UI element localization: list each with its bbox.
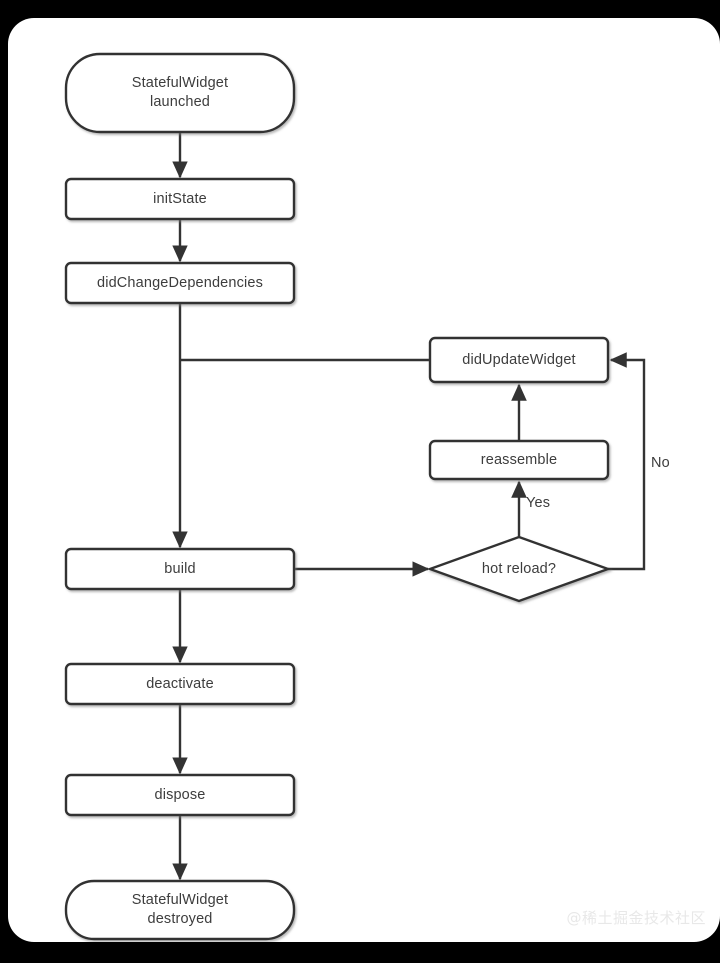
- node-deactivate-shape[interactable]: [64, 662, 296, 706]
- connector-group: [172, 132, 646, 881]
- diagram-canvas: StatefulWidget launched initState didCha…: [8, 18, 720, 942]
- node-didupdatewidget-shape[interactable]: [428, 336, 610, 384]
- node-end-shape[interactable]: [64, 879, 296, 941]
- node-didchangedependencies-shape[interactable]: [64, 261, 296, 305]
- watermark: @稀土掘金技术社区: [566, 909, 706, 927]
- node-initstate-shape[interactable]: [64, 177, 296, 221]
- flowchart-diagram: StatefulWidget launched initState didCha…: [8, 18, 720, 942]
- node-build-shape[interactable]: [64, 547, 296, 591]
- node-start-shape[interactable]: [64, 52, 296, 134]
- edge-hotreload-to-didupdatewidget-no: [608, 352, 646, 571]
- node-shape-group: [64, 52, 612, 941]
- flowchart-svg: [64, 52, 646, 941]
- node-dispose-shape[interactable]: [64, 773, 296, 817]
- node-reassemble-shape[interactable]: [428, 439, 610, 481]
- node-hotreload-shape[interactable]: [426, 535, 612, 603]
